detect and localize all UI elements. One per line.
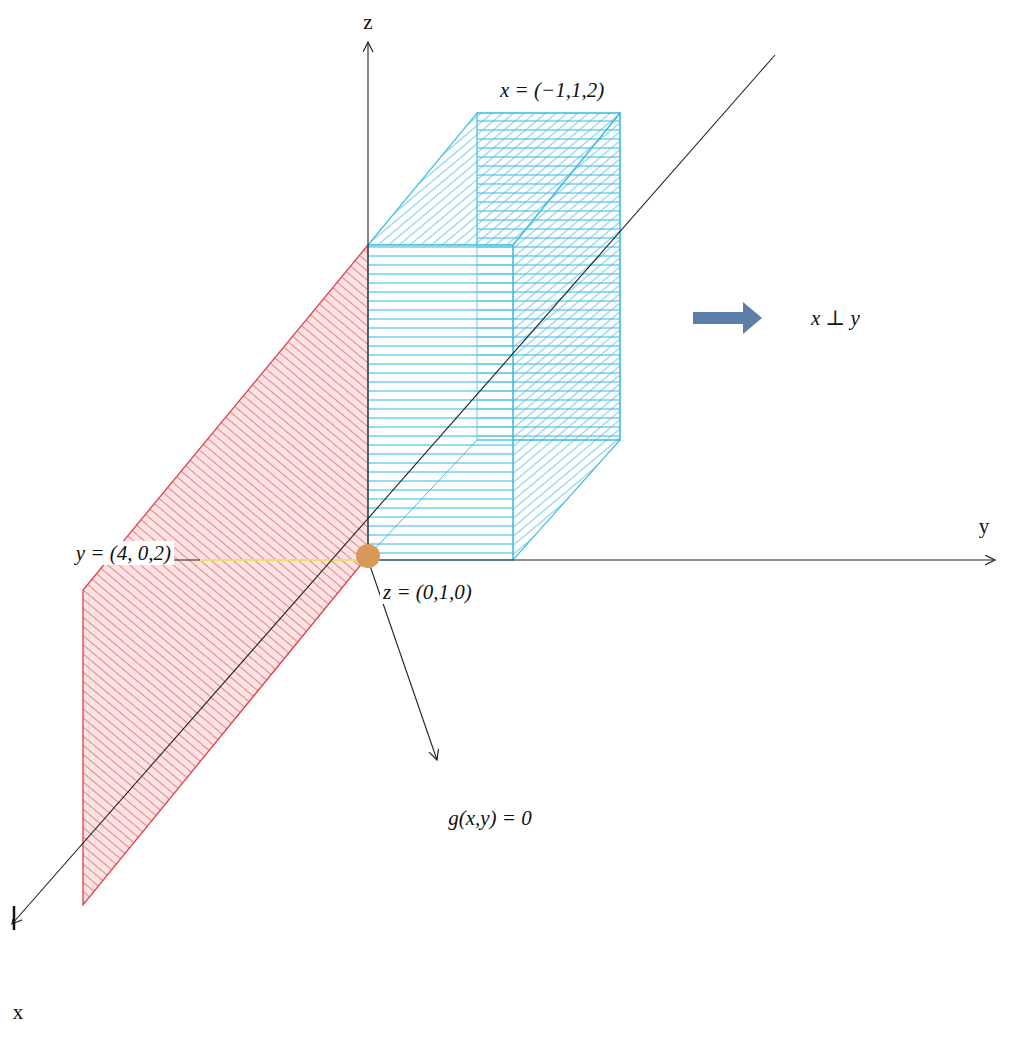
z-axis: [367, 42, 368, 560]
vector-label: x = (−1,1,2): [497, 78, 607, 102]
tick-mark: [13, 906, 16, 930]
box-front-face: [368, 245, 513, 560]
y-axis: [145, 559, 995, 560]
axis-label: x: [10, 1000, 27, 1024]
relation-label: x ⊥ y: [808, 306, 863, 330]
yellow-segment: [200, 559, 368, 561]
box-hidden-edge: [368, 440, 477, 556]
vector-label: y = (4, 0,2): [73, 541, 174, 565]
red-plane: [83, 245, 368, 905]
vector-label: z = (0,1,0): [380, 580, 475, 604]
block-arrow: [693, 302, 762, 334]
equation-label: g(x,y) = 0: [445, 806, 535, 830]
plane-fill: [83, 245, 368, 905]
box-hidden-edge: [477, 440, 620, 441]
x-axis: [12, 55, 775, 924]
origin-dot: [356, 544, 380, 568]
axis-label: y: [976, 514, 993, 538]
axis-label: z: [360, 10, 375, 34]
box-front-hatch: [368, 245, 513, 560]
